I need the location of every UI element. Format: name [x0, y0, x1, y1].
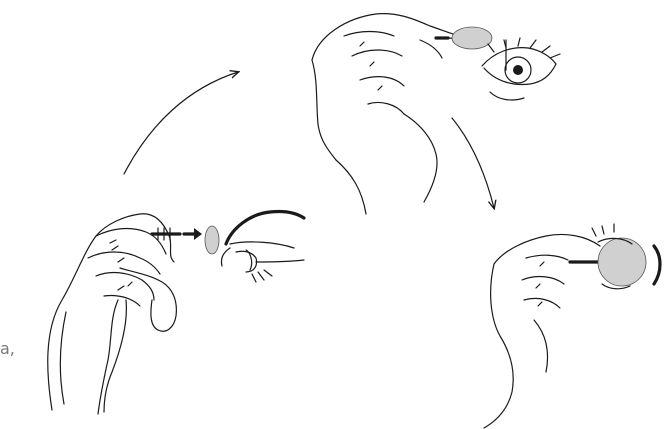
front-eye-icon: [482, 38, 560, 100]
contact-lens-icon: [452, 27, 492, 49]
contact-lens-icon: [598, 238, 646, 286]
step-3-figure: [484, 224, 660, 428]
step-2-figure: [312, 14, 560, 214]
direction-arrow-icon: [184, 228, 202, 240]
contact-lens-icon: [205, 226, 219, 254]
side-eye-icon: [221, 211, 304, 282]
hand-top-icon: [312, 14, 460, 214]
hand-left-icon: [48, 214, 177, 414]
step-1-figure: [48, 211, 304, 414]
arrow-step1-to-step2: [124, 72, 238, 174]
arrow-step2-to-step3: [452, 118, 494, 208]
